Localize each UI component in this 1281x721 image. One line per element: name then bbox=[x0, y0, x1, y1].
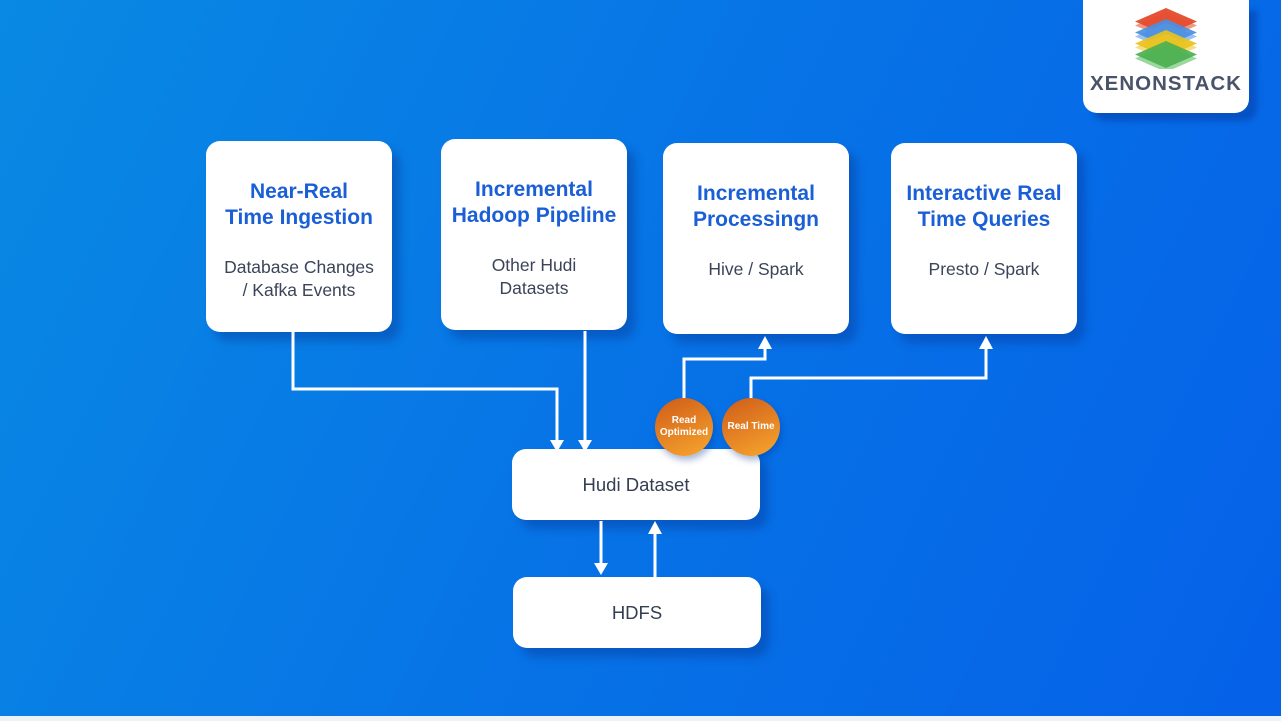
node-hudi-dataset: Hudi Dataset bbox=[512, 449, 760, 520]
badge-real-time: Real Time bbox=[722, 398, 780, 456]
node-subtitle: Other Hudi Datasets bbox=[491, 255, 577, 298]
arrowhead-down-icon bbox=[594, 563, 608, 575]
node-subtitle: Presto / Spark bbox=[928, 259, 1040, 280]
node-subtitle: Hive / Spark bbox=[708, 259, 804, 280]
node-title: Interactive Real Time Queries bbox=[906, 182, 1062, 231]
node-incremental-hadoop-pipeline: Incremental Hadoop Pipeline Other Hudi D… bbox=[441, 139, 627, 330]
node-near-real-time-ingestion: Near-Real Time Ingestion Database Change… bbox=[206, 141, 392, 332]
node-hdfs: HDFS bbox=[513, 577, 761, 648]
connector-realtime-to-queries bbox=[749, 348, 988, 404]
node-title: Incremental Processingn bbox=[692, 182, 820, 231]
connector-ingestion-to-hudi bbox=[291, 331, 559, 441]
node-incremental-processing: Incremental Processingn Hive / Spark bbox=[663, 143, 849, 334]
node-label: Hudi Dataset bbox=[582, 473, 690, 495]
badge-label: Read Optimized bbox=[659, 415, 709, 438]
node-interactive-real-time-queries: Interactive Real Time Queries Presto / S… bbox=[891, 143, 1077, 334]
xenonstack-logo-card: XENONSTACK bbox=[1083, 0, 1249, 113]
node-label: HDFS bbox=[611, 601, 663, 623]
arrowhead-up-icon bbox=[979, 336, 993, 349]
arrowhead-up-icon bbox=[648, 521, 662, 534]
arrowhead-up-icon bbox=[758, 336, 772, 349]
connector-readoptimized-to-processing bbox=[682, 348, 767, 404]
node-title: Near-Real Time Ingestion bbox=[225, 180, 373, 229]
badge-label: Real Time bbox=[727, 421, 775, 433]
badge-read-optimized: Read Optimized bbox=[655, 398, 713, 456]
bottom-edge bbox=[0, 716, 1281, 721]
xenonstack-brand-text: XENONSTACK bbox=[1090, 72, 1242, 95]
node-title: Incremental Hadoop Pipeline bbox=[451, 178, 617, 227]
layer-stack-icon bbox=[1135, 8, 1197, 69]
node-subtitle: Database Changes / Kafka Events bbox=[224, 257, 374, 300]
